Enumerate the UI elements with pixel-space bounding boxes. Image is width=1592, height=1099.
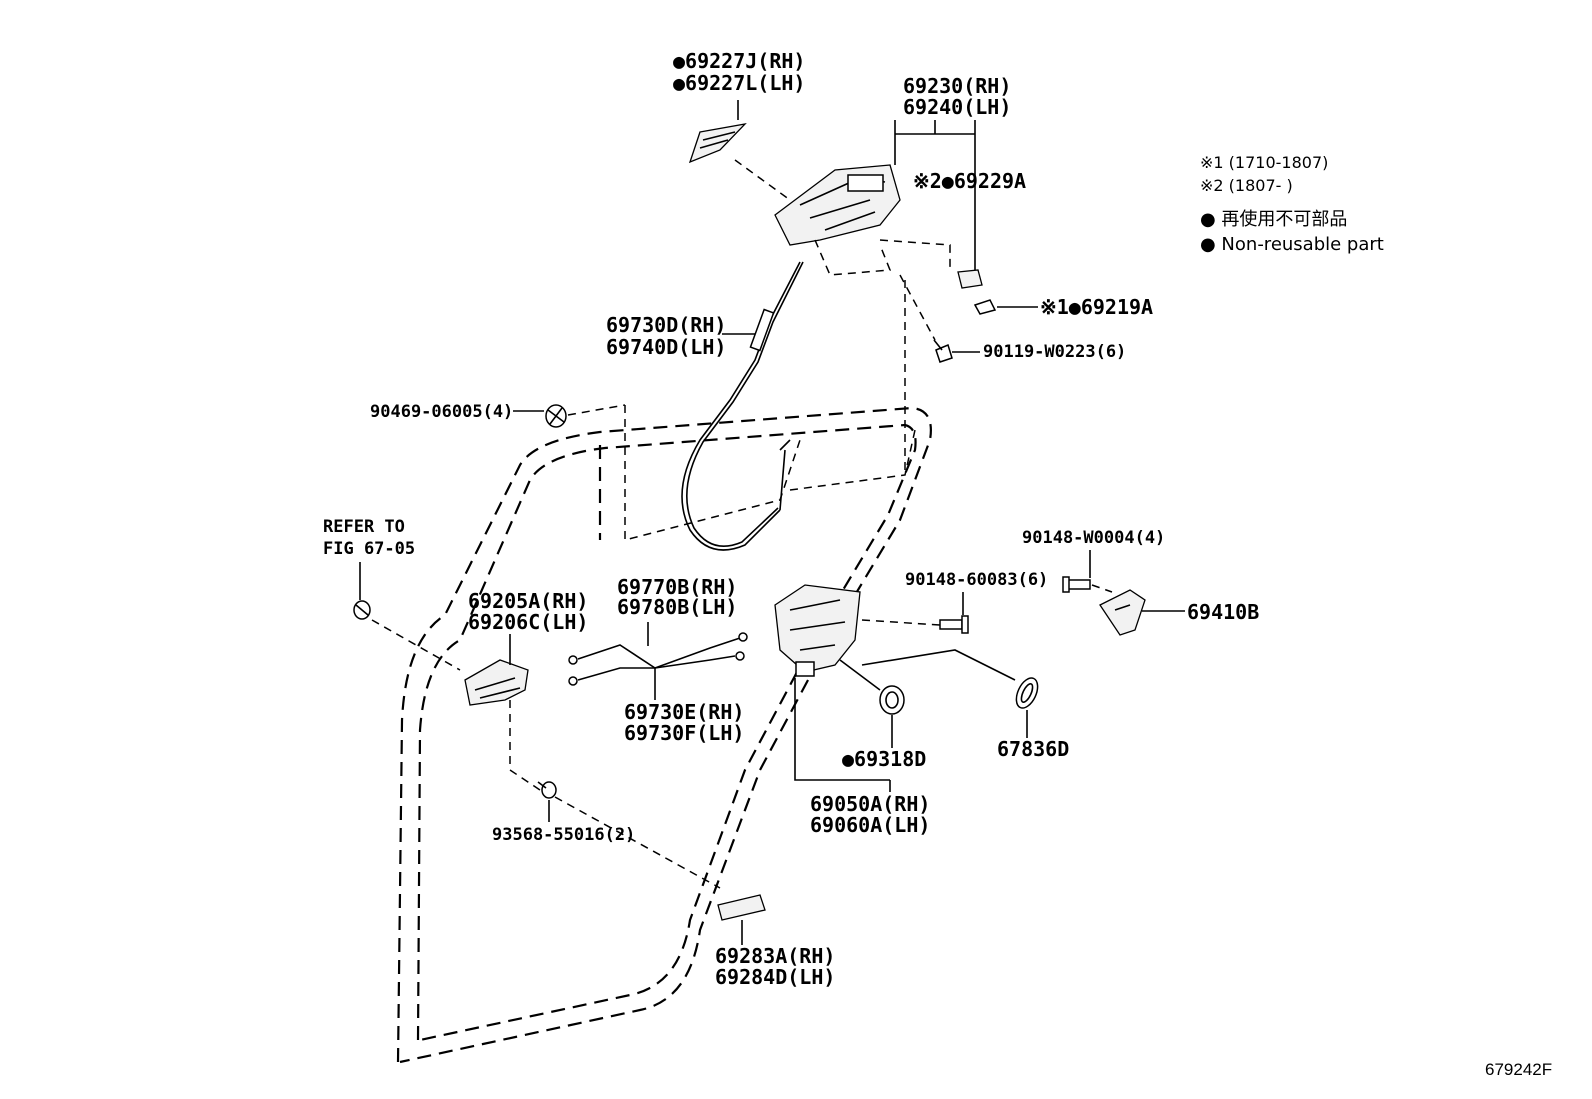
label-69740d: 69740D(LH) — [606, 335, 726, 359]
clip-90469-shape — [545, 404, 567, 428]
label-refer-to: REFER TO — [323, 517, 405, 537]
label-69206c: 69206C(LH) — [468, 610, 588, 634]
label-69730e: 69730E(RH) — [624, 700, 744, 724]
dash-striker-screw — [1091, 584, 1113, 593]
label-69060a: 69060A(LH) — [810, 813, 930, 837]
cable-69730d-shape — [681, 261, 804, 551]
legend: ※1 (1710-1807) ※2 (1807- ) ● 再使用不可部品 ● N… — [1200, 153, 1384, 255]
label-69205a: 69205A(RH) — [468, 589, 588, 613]
cable-69770b-shape — [568, 632, 748, 686]
label-69283a: 69283A(RH) — [715, 944, 835, 968]
striker-69410b-shape — [1099, 589, 1146, 636]
leader-69227 — [734, 159, 791, 201]
label-69219a: ※1●69219A — [1040, 295, 1153, 319]
inside-handle-69205a-shape — [464, 659, 529, 706]
bracket-69230 — [894, 120, 976, 270]
label-69240: 69240(LH) — [903, 95, 1011, 119]
clip-refer-shape — [353, 600, 371, 620]
label-67836d: 67836D — [997, 737, 1069, 761]
label-69227j: ●69227J(RH) — [673, 49, 805, 73]
cover-67836d-shape — [1015, 677, 1039, 709]
label-69284d: 69284D(LH) — [715, 965, 835, 989]
label-69770b: 69770B(RH) — [617, 575, 737, 599]
screw-90119-shape — [933, 339, 953, 363]
screw-90148-w0004-shape — [1062, 576, 1091, 593]
label-69730d: 69730D(RH) — [606, 313, 726, 337]
label-93568: 93568-55016(2) — [492, 825, 635, 845]
pad-69229a-shape — [957, 269, 983, 289]
legend-note-2: ※2 (1807- ) — [1200, 176, 1293, 195]
figure-id: 679242F — [1485, 1060, 1552, 1079]
pad-69219a-shape — [973, 299, 997, 315]
label-69229a: ※2●69229A — [913, 169, 1026, 193]
label-fig-ref: FIG 67-05 — [323, 539, 415, 559]
dash-lock-links-2 — [879, 239, 951, 270]
legend-note-1: ※1 (1710-1807) — [1200, 153, 1328, 172]
label-69230: 69230(RH) — [903, 74, 1011, 98]
dash-screw-90119 — [899, 274, 936, 341]
cover-69227-shape — [688, 123, 747, 164]
dash-refer — [371, 619, 461, 671]
label-90119: 90119-W0223(6) — [983, 342, 1126, 362]
link-69318d — [839, 659, 881, 691]
screw-93568-shape — [537, 781, 557, 799]
legend-nonreusable-jp: ● 再使用不可部品 — [1200, 209, 1347, 230]
label-69730f: 69730F(LH) — [624, 721, 744, 745]
dash-lock-links — [814, 239, 892, 276]
label-69318d: ●69318D — [842, 747, 926, 771]
link-67836d — [861, 649, 1016, 681]
bracket-69050a — [794, 678, 890, 781]
label-69780b: 69780B(LH) — [617, 595, 737, 619]
label-69050a: 69050A(RH) — [810, 792, 930, 816]
label-90469: 90469-06005(4) — [370, 402, 513, 422]
dash-handle-screw — [509, 700, 541, 791]
label-69410b: 69410B — [1187, 600, 1259, 624]
dash-clip-90469 — [567, 404, 626, 416]
label-90148-w0004: 90148-W0004(4) — [1022, 528, 1165, 548]
pad-69283a-shape — [717, 894, 766, 921]
label-69227l: ●69227L(LH) — [673, 71, 805, 95]
label-90148-60083: 90148-60083(6) — [905, 570, 1048, 590]
legend-nonreusable-en: ● Non-reusable part — [1200, 234, 1384, 255]
part-labels: ●69227J(RH) ●69227L(LH) 69230(RH) 69240(… — [323, 49, 1259, 989]
lock-assembly-69230-shape — [774, 164, 901, 246]
grommet-69318d-shape — [879, 685, 905, 715]
dash-lock-screw — [861, 619, 941, 626]
dash-93568 — [554, 796, 721, 889]
door-lock-69050a-shape — [774, 584, 861, 677]
screw-90148-60083-shape — [939, 615, 969, 634]
